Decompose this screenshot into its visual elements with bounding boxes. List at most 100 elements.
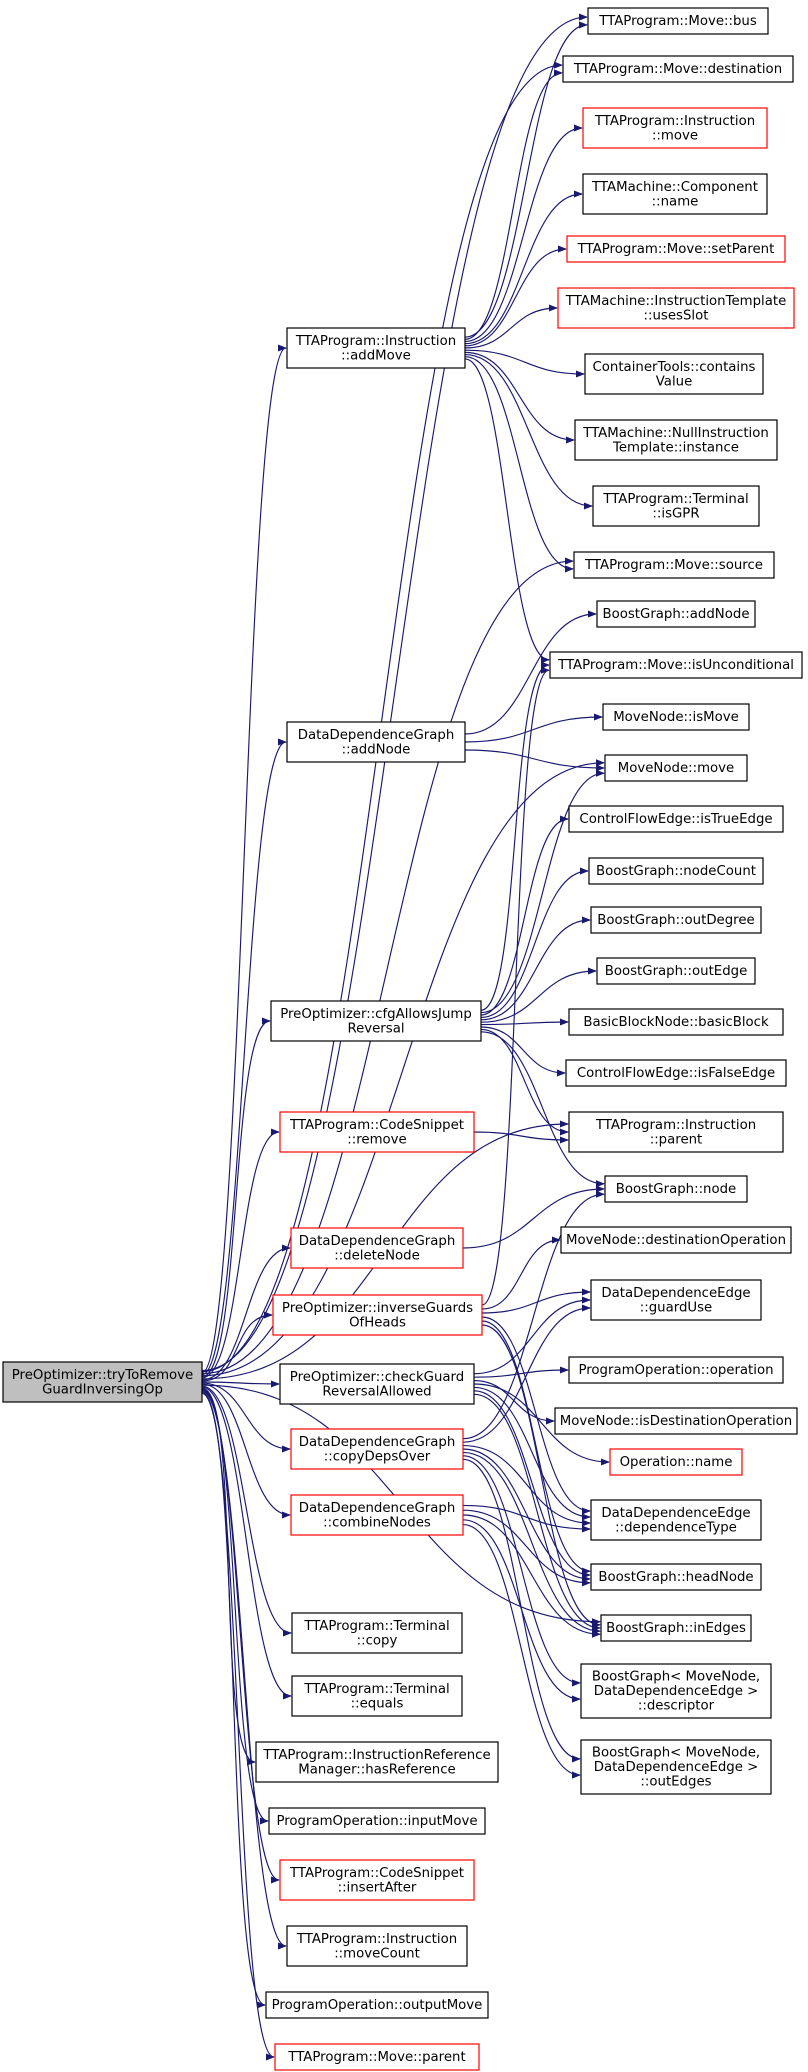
- node-inEdges[interactable]: BoostGraph::inEdges: [600, 1614, 752, 1642]
- node-csRemove[interactable]: TTAProgram::CodeSnippet::remove: [279, 1111, 475, 1153]
- node-source[interactable]: TTAProgram::Move::source: [573, 551, 775, 579]
- edge-checkGuard-to-opName: [473, 1383, 610, 1466]
- node-basicBlock[interactable]: BasicBlockNode::basicBlock: [568, 1008, 784, 1036]
- edge-ddgAddNode-to-mnMove: [464, 749, 605, 772]
- node-insertAfter-label-line: TTAProgram::CodeSnippet: [289, 1866, 464, 1881]
- node-instrMove-label-line: ::move: [652, 128, 698, 143]
- node-addMove-label-line: ::addMove: [341, 348, 411, 363]
- node-opName-box: [609, 1448, 743, 1476]
- node-hasRef-box: [255, 1741, 499, 1783]
- node-checkGuard-label-line: ReversalAllowed: [322, 1384, 431, 1399]
- node-addMove-box: [286, 327, 466, 369]
- node-bgAddNode[interactable]: BoostGraph::addNode: [596, 600, 756, 628]
- node-ddgAddNode-label-line: ::addNode: [342, 742, 411, 757]
- node-instrParent[interactable]: TTAProgram::Instruction::parent: [568, 1111, 784, 1153]
- edge-checkGuard-to-poOperation: [473, 1366, 569, 1378]
- node-isUncond[interactable]: TTAProgram::Move::isUnconditional: [549, 651, 803, 679]
- node-setParent[interactable]: TTAProgram::Move::setParent: [566, 235, 786, 263]
- node-outDegree[interactable]: BoostGraph::outDegree: [590, 906, 762, 934]
- edge-addMove-to-isUncond: [464, 358, 550, 664]
- node-termCopy[interactable]: TTAProgram::Terminal::copy: [291, 1612, 463, 1654]
- node-headNode-box: [590, 1563, 762, 1591]
- node-headNode[interactable]: BoostGraph::headNode: [590, 1563, 762, 1591]
- node-isGPR-label-line: TTAProgram::Terminal: [602, 492, 748, 507]
- node-isFalseEdge[interactable]: ControlFlowEdge::isFalseEdge: [565, 1059, 787, 1087]
- edge-cfgJump-to-nodeCount: [480, 867, 589, 1018]
- node-instrMove[interactable]: TTAProgram::Instruction::move: [582, 107, 768, 149]
- node-destination[interactable]: TTAProgram::Move::destination: [562, 55, 794, 83]
- node-nodeCount[interactable]: BoostGraph::nodeCount: [588, 857, 764, 885]
- node-outEdge[interactable]: BoostGraph::outEdge: [596, 957, 756, 985]
- node-combine-label-line: DataDependenceGraph: [299, 1501, 456, 1516]
- node-copyDeps[interactable]: DataDependenceGraph::copyDepsOver: [290, 1428, 464, 1470]
- edge-cfgJump-to-basicBlock: [480, 1018, 569, 1026]
- node-contains-label-line: ContainerTools::contains: [593, 360, 756, 375]
- edge-combine-to-depType: [462, 1504, 591, 1533]
- node-hasRef[interactable]: TTAProgram::InstructionReferenceManager:…: [255, 1741, 499, 1783]
- node-bgAddNode-label-line: BoostGraph::addNode: [602, 607, 749, 622]
- node-invGuards-box: [272, 1294, 483, 1336]
- node-outEdges[interactable]: BoostGraph< MoveNode,DataDependenceEdge …: [580, 1739, 772, 1795]
- node-guardUse[interactable]: DataDependenceEdge::guardUse: [590, 1279, 762, 1321]
- node-moveParent[interactable]: TTAProgram::Move::parent: [274, 2043, 480, 2071]
- node-destOp[interactable]: MoveNode::destinationOperation: [560, 1226, 792, 1254]
- node-combine-label-line: ::combineNodes: [323, 1515, 431, 1530]
- node-termEquals[interactable]: TTAProgram::Terminal::equals: [291, 1675, 463, 1717]
- node-addMove[interactable]: TTAProgram::Instruction::addMove: [286, 327, 466, 369]
- node-termEquals-label-line: TTAProgram::Terminal: [303, 1682, 449, 1697]
- node-inEdges-box: [600, 1614, 752, 1642]
- node-checkGuard-box: [279, 1363, 475, 1405]
- node-poOperation-box: [568, 1356, 784, 1384]
- node-combine[interactable]: DataDependenceGraph::combineNodes: [290, 1494, 464, 1536]
- node-isGPR[interactable]: TTAProgram::Terminal::isGPR: [592, 485, 760, 527]
- node-insertAfter[interactable]: TTAProgram::CodeSnippet::insertAfter: [279, 1859, 475, 1901]
- edge-cfgJump-to-outEdge: [480, 967, 597, 1023]
- node-bgNode[interactable]: BoostGraph::node: [604, 1175, 748, 1203]
- node-guardUse-label-line: DataDependenceEdge: [601, 1286, 750, 1301]
- node-moveCount[interactable]: TTAProgram::Instruction::moveCount: [286, 1925, 468, 1967]
- node-usesSlot[interactable]: TTAMachine::InstructionTemplate::usesSlo…: [557, 287, 795, 329]
- node-isDestOp[interactable]: MoveNode::isDestinationOperation: [554, 1407, 798, 1435]
- node-poOperation[interactable]: ProgramOperation::operation: [568, 1356, 784, 1384]
- node-termEquals-label-line: ::equals: [351, 1696, 404, 1711]
- node-isDestOp-label-line: MoveNode::isDestinationOperation: [560, 1414, 792, 1429]
- node-isTrueEdge[interactable]: ControlFlowEdge::isTrueEdge: [568, 805, 784, 833]
- edge-copyDeps-to-descriptor: [462, 1455, 581, 1687]
- node-destination-box: [562, 55, 794, 83]
- node-headNode-label-line: BoostGraph::headNode: [598, 1570, 753, 1585]
- edge-checkGuard-to-guardUse: [473, 1296, 591, 1375]
- edge-invGuards-to-isUncond: [481, 666, 550, 1306]
- node-root[interactable]: PreOptimizer::tryToRemoveGuardInversingO…: [2, 1361, 203, 1403]
- node-opName[interactable]: Operation::name: [609, 1448, 743, 1476]
- node-bus[interactable]: TTAProgram::Move::bus: [587, 7, 769, 35]
- node-outputMove[interactable]: ProgramOperation::outputMove: [265, 1991, 489, 2019]
- node-descriptor-label-line: BoostGraph< MoveNode,: [592, 1670, 760, 1685]
- node-copyDeps-label-line: ::copyDepsOver: [324, 1449, 431, 1464]
- node-bus-box: [587, 7, 769, 35]
- node-descriptor[interactable]: BoostGraph< MoveNode,DataDependenceEdge …: [580, 1663, 772, 1719]
- node-csRemove-box: [279, 1111, 475, 1153]
- node-isMove[interactable]: MoveNode::isMove: [602, 703, 750, 731]
- node-mnMove-box: [604, 754, 748, 782]
- edge-root-to-ddgAddNode: [201, 738, 287, 1376]
- node-inputMove[interactable]: ProgramOperation::inputMove: [268, 1807, 486, 1835]
- node-depType[interactable]: DataDependenceEdge::dependenceType: [590, 1499, 762, 1541]
- edge-invGuards-to-inEdges: [481, 1324, 601, 1629]
- node-compName[interactable]: TTAMachine::Component::name: [582, 173, 768, 215]
- edge-copyDeps-to-headNode: [462, 1448, 591, 1583]
- node-nullInstance[interactable]: TTAMachine::NullInstructionTemplate::ins…: [574, 419, 778, 461]
- node-instrParent-label-line: ::parent: [650, 1132, 703, 1147]
- edge-cfgJump-to-bgNode: [480, 1031, 605, 1188]
- node-outEdges-label-line: DataDependenceEdge >: [594, 1760, 759, 1775]
- edge-combine-to-outEdges: [462, 1524, 581, 1779]
- node-ddgDelete[interactable]: DataDependenceGraph::deleteNode: [290, 1227, 464, 1269]
- node-ddgAddNode[interactable]: DataDependenceGraph::addNode: [286, 721, 466, 763]
- node-mnMove[interactable]: MoveNode::move: [604, 754, 748, 782]
- node-compName-label-line: ::name: [652, 194, 699, 209]
- edge-ddgDelete-to-bgNode: [462, 1185, 605, 1249]
